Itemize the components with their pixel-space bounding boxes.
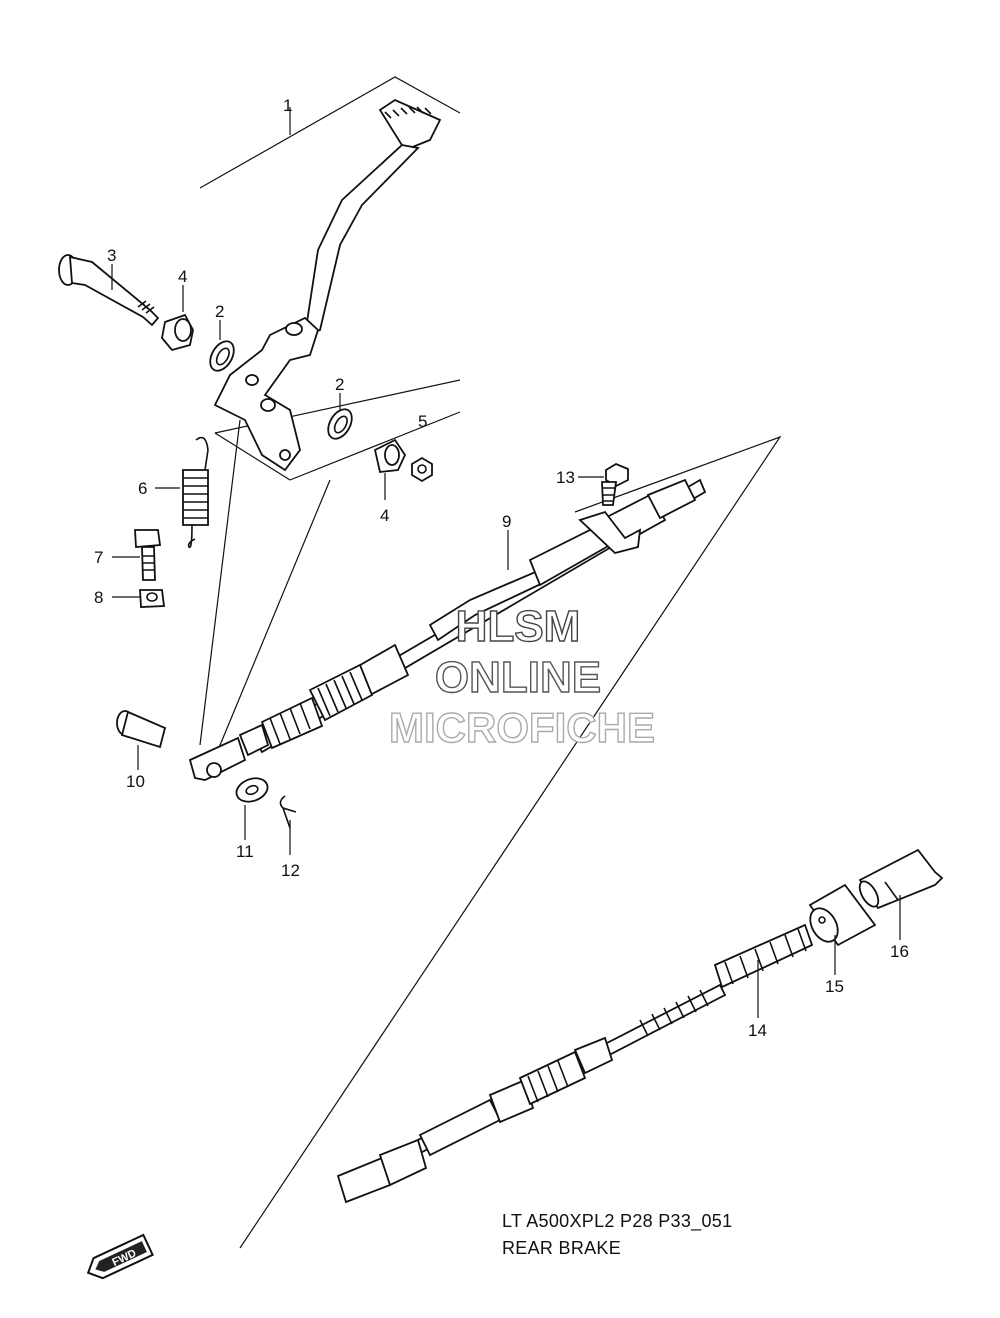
washer-part-11 (235, 777, 269, 803)
callout-4-lower: 4 (380, 506, 389, 525)
callout-16: 16 (890, 942, 909, 961)
callout-labels: 1 3 4 2 2 5 4 6 7 8 9 13 10 11 12 14 15 … (94, 96, 909, 1040)
forward-direction-badge: FWD (86, 1233, 154, 1280)
washer-part-right (327, 408, 353, 440)
callout-14: 14 (748, 1021, 767, 1040)
watermark-line-1: HLSM (456, 602, 581, 651)
pivot-bolt-part (58, 254, 160, 327)
callout-9: 9 (502, 512, 511, 531)
watermark-line-2: ONLINE (435, 653, 601, 702)
watermark: HLSM ONLINE MICROFICHE (388, 601, 655, 751)
callout-3: 3 (107, 246, 116, 265)
collar-part-lower (373, 438, 433, 483)
callout-6: 6 (138, 479, 147, 498)
callout-7: 7 (94, 548, 103, 567)
bolt-part-13 (601, 462, 629, 506)
return-spring-part (182, 436, 209, 549)
callout-10: 10 (126, 772, 145, 791)
cable-joint-part (858, 848, 944, 910)
nut-part-8 (139, 589, 166, 608)
collar-part-upper (161, 313, 194, 352)
front-brake-cable-part (188, 478, 707, 781)
callout-13: 13 (556, 468, 575, 487)
callout-12: 12 (281, 861, 300, 880)
watermark-line-3: MICROFICHE (389, 704, 655, 751)
diagram-title: REAR BRAKE (502, 1238, 622, 1258)
callout-5: 5 (418, 412, 427, 431)
callout-2-left: 2 (215, 302, 224, 321)
callout-4-upper: 4 (178, 267, 187, 286)
callout-15: 15 (825, 977, 844, 996)
brake-pedal-part (213, 98, 442, 472)
clevis-pin-part (116, 710, 167, 749)
diagram-code: LT A500XPL2 P28 P33_051 (502, 1211, 733, 1231)
cotter-pin-part (279, 795, 297, 829)
callout-11: 11 (236, 842, 254, 861)
bolt-part-7 (134, 529, 162, 581)
washer-part-left (209, 340, 235, 372)
callout-leader-lines (111, 264, 901, 1018)
cable-sleeve-part (808, 883, 877, 947)
callout-8: 8 (94, 588, 103, 607)
callout-2-right: 2 (335, 375, 344, 394)
callout-1: 1 (283, 96, 292, 115)
rear-brake-cable-part (336, 923, 814, 1204)
